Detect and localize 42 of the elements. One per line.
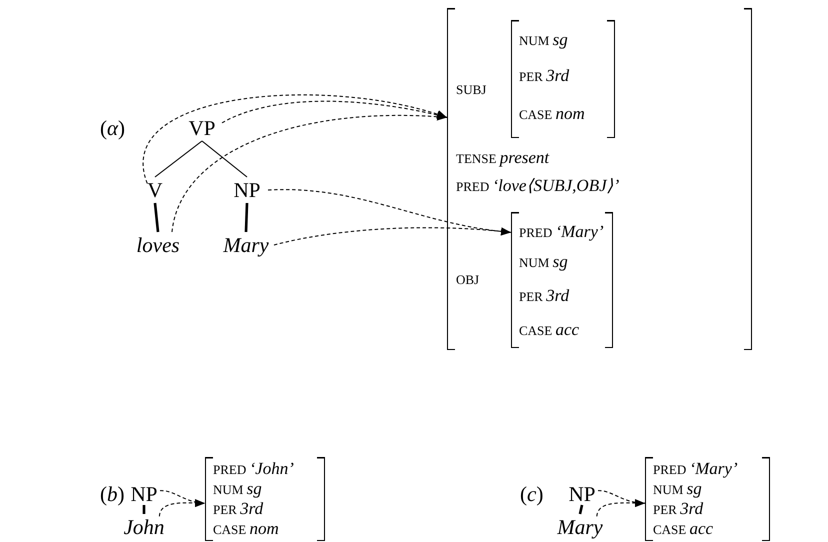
mapping-arrow	[142, 94, 448, 184]
feature-row: PER 3rd	[653, 499, 704, 520]
category-label: NP	[128, 481, 160, 505]
category-label: NP	[226, 177, 268, 203]
category-label: VP	[182, 115, 222, 141]
tree-branch-line	[142, 505, 146, 514]
feature-row: TENSE present	[456, 148, 550, 169]
feature-row: NUM sg	[519, 30, 568, 51]
feature-name: OBJ	[456, 271, 480, 289]
mapping-arrow	[172, 112, 448, 232]
word-label: loves	[130, 232, 186, 258]
feature-name: SUBJ	[456, 81, 486, 99]
category-label: NP	[566, 481, 598, 505]
feature-row: CASE nom	[519, 104, 585, 125]
feature-row: CASE acc	[519, 320, 580, 341]
feature-row: PRED ‘Mary’	[519, 222, 604, 243]
tree-branch-line	[244, 202, 248, 232]
feature-row: NUM sg	[213, 479, 262, 500]
tree-branch-line	[202, 140, 248, 178]
tree-branch-line	[154, 202, 160, 232]
feature-row: PER 3rd	[519, 66, 570, 87]
feature-row: PER 3rd	[519, 286, 570, 307]
category-label: V	[144, 177, 166, 203]
feature-row: PRED ‘love⟨SUBJ,OBJ⟩’	[456, 176, 620, 197]
word-label: John	[122, 514, 166, 538]
tree-branch-line	[578, 504, 584, 514]
feature-row: NUM sg	[653, 479, 702, 500]
feature-row: CASE acc	[653, 519, 714, 540]
example-label: (b)	[100, 481, 124, 507]
example-label: (c)	[520, 481, 544, 507]
feature-row: NUM sg	[519, 252, 568, 273]
feature-row: PER 3rd	[213, 499, 264, 520]
feature-row: CASE nom	[213, 519, 279, 540]
word-label: Mary	[218, 232, 274, 258]
tree-branch-line	[154, 140, 202, 178]
mapping-arrow	[596, 499, 646, 517]
mapping-arrow	[158, 499, 206, 517]
feature-row: PRED ‘Mary’	[653, 459, 738, 480]
example-label: (α)	[100, 115, 126, 141]
word-label: Mary	[556, 514, 604, 538]
feature-row: PRED ‘John’	[213, 459, 294, 480]
mapping-arrow	[222, 100, 448, 124]
